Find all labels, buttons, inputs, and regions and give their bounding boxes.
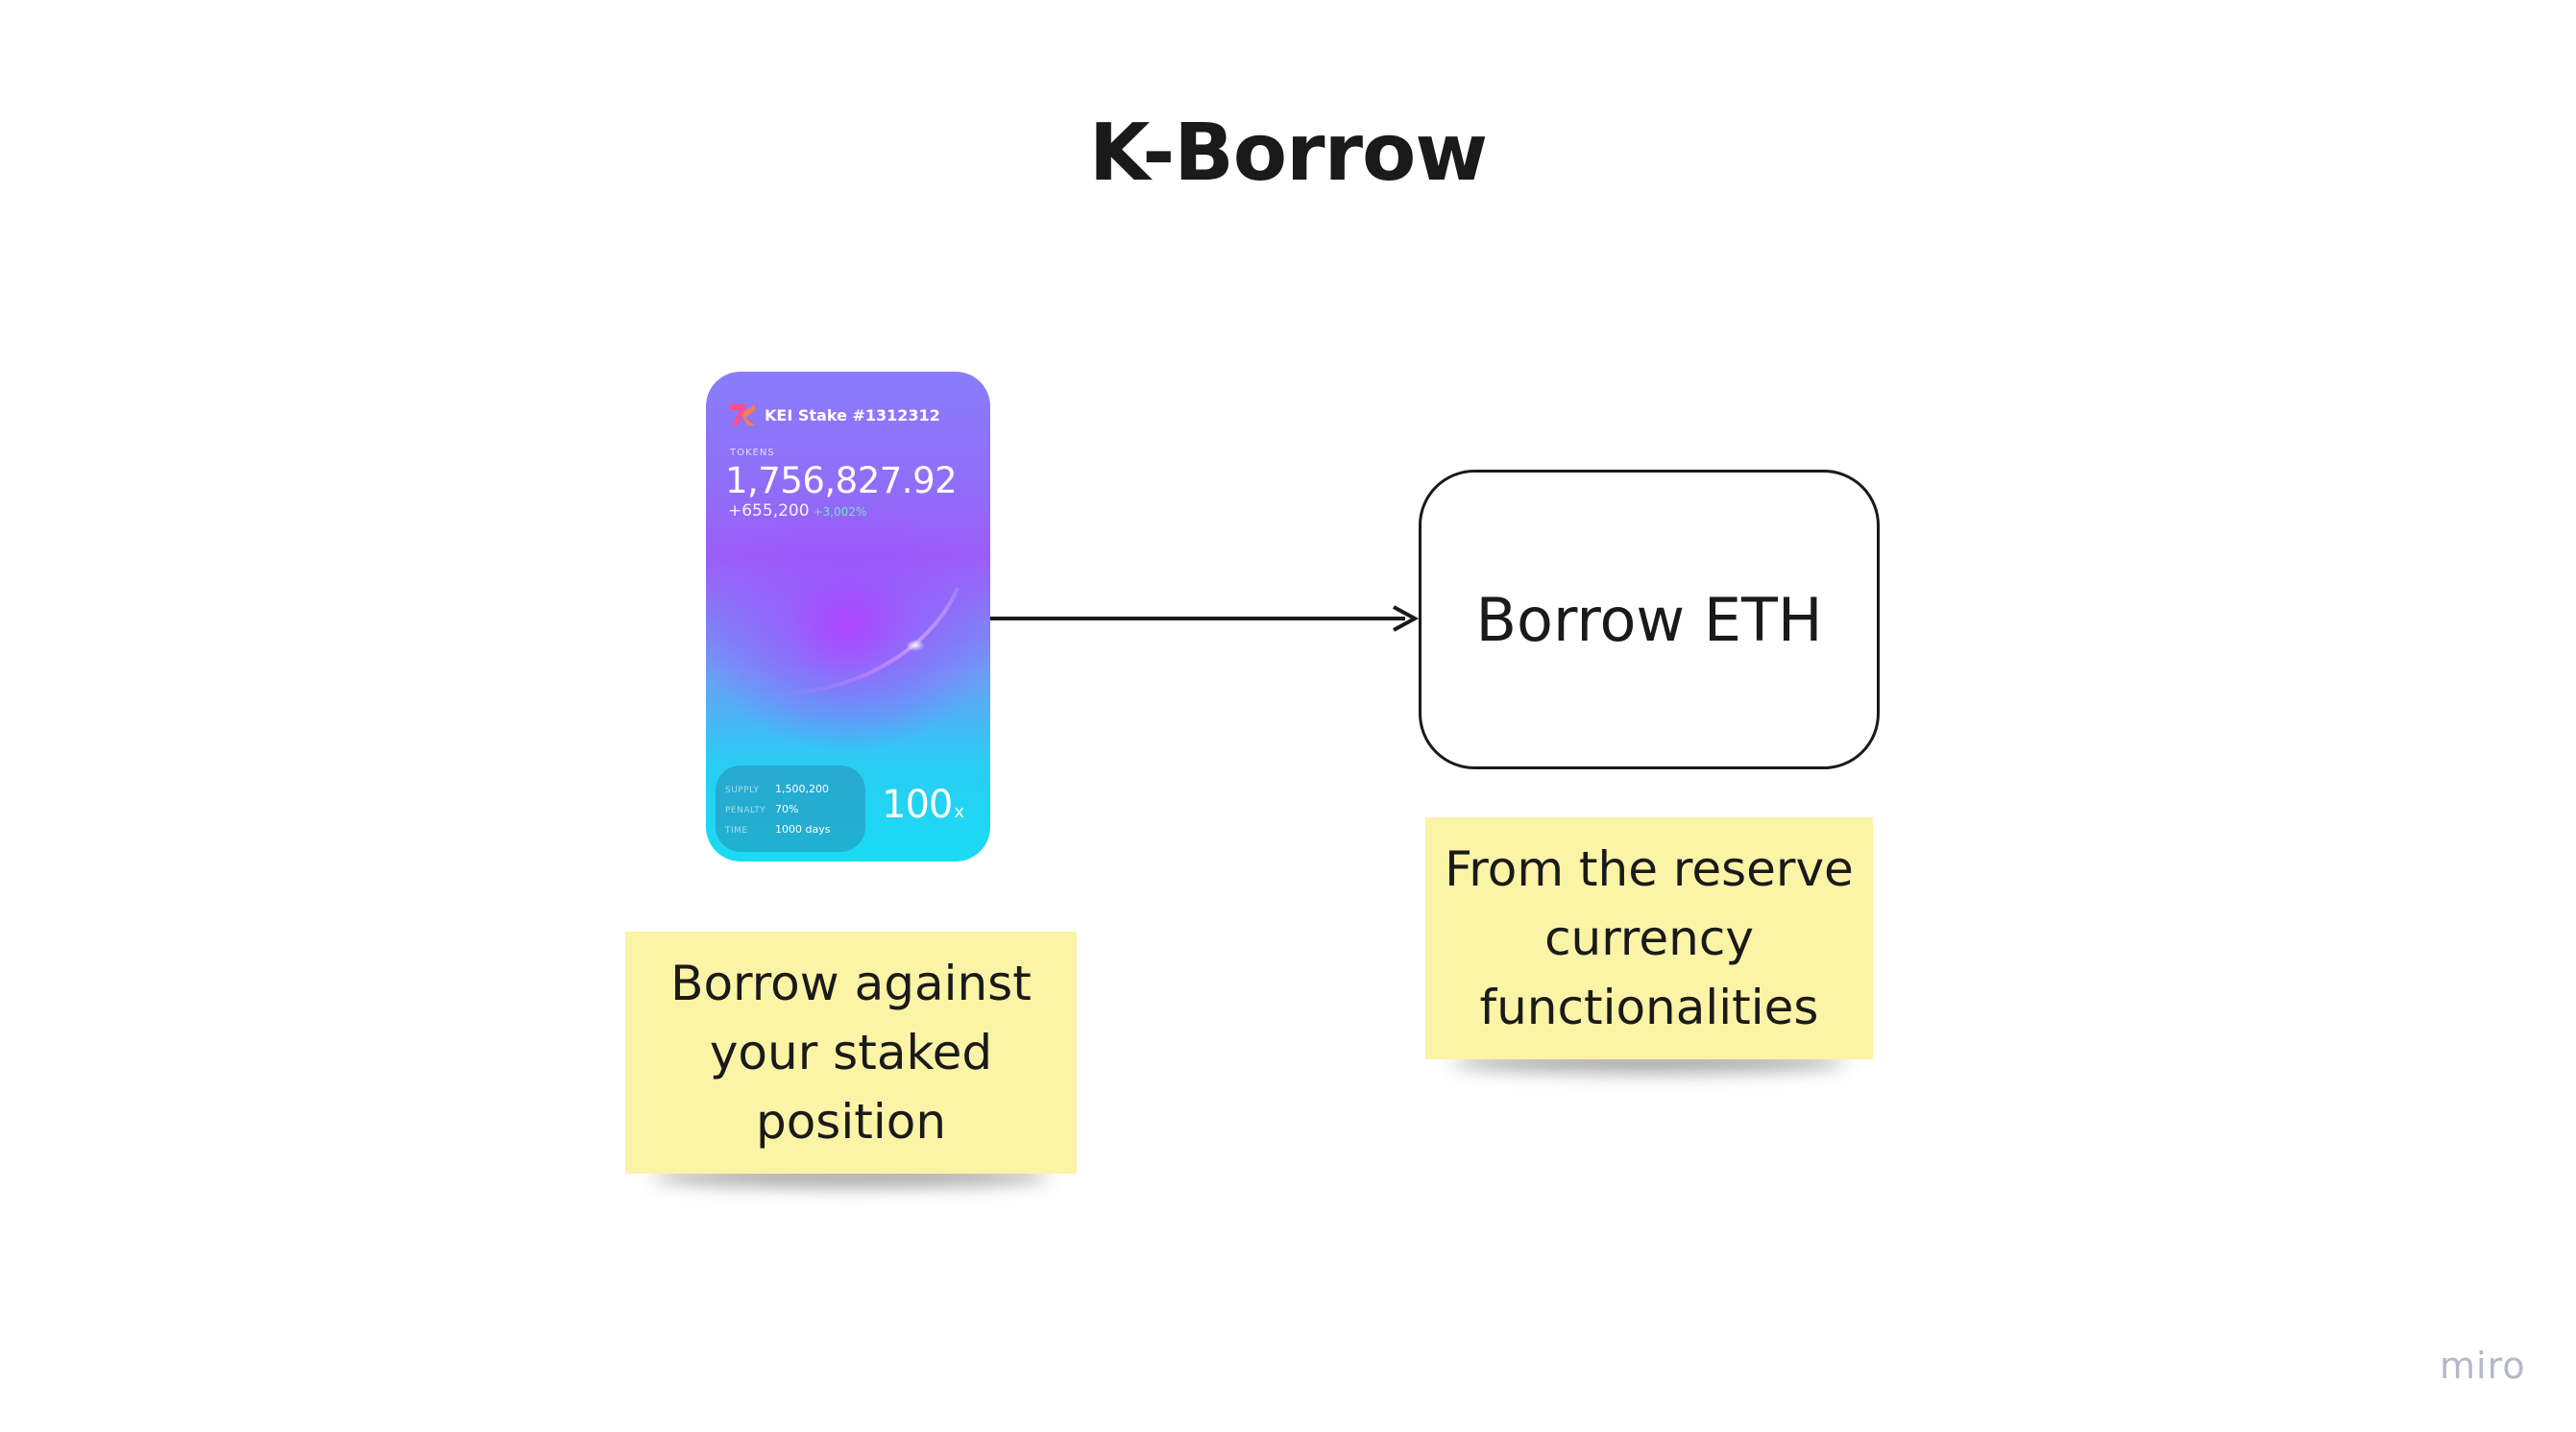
arrowhead-icon	[1393, 605, 1420, 632]
sticky-note-line: functionalities	[1479, 980, 1819, 1035]
stat-value: 1000 days	[775, 823, 831, 836]
sticky-note-text: From the reserve currency functionalitie…	[1445, 835, 1854, 1042]
card-title: KEI Stake #1312312	[765, 405, 940, 425]
board-title: K-Borrow	[1088, 108, 1488, 199]
sticky-note-line: Borrow against	[670, 956, 1032, 1011]
multiplier-suffix: x	[954, 802, 964, 822]
stake-card[interactable]: KEI Stake #1312312 TOKENS 1,756,827.92 +…	[706, 372, 990, 862]
stat-row-penalty: PENALTY 70%	[725, 803, 798, 815]
stat-value: 70%	[775, 803, 799, 815]
sticky-note-borrow-against[interactable]: Borrow against your staked position	[625, 932, 1077, 1174]
sticky-note-line: your staked	[709, 1025, 993, 1080]
kei-logo-icon	[730, 404, 755, 425]
stat-label: SUPPLY	[725, 786, 760, 795]
miro-watermark: miro	[2440, 1345, 2526, 1387]
sticky-note-reserve-currency[interactable]: From the reserve currency functionalitie…	[1425, 817, 1873, 1059]
stat-row-time: TIME 1000 days	[725, 823, 830, 836]
stat-label: TIME	[725, 826, 748, 836]
card-swoosh-decoration	[763, 587, 960, 696]
card-header: KEI Stake #1312312	[728, 400, 940, 429]
card-stats-panel: SUPPLY 1,500,200 PENALTY 70% TIME 1000 d…	[716, 765, 865, 852]
stat-row-supply: SUPPLY 1,500,200	[725, 783, 829, 795]
sticky-note-text: Borrow against your staked position	[670, 949, 1032, 1156]
token-change-percent: +3,002%	[813, 505, 867, 519]
token-change-value: +655,200	[728, 501, 810, 521]
multiplier-value: 100	[882, 783, 953, 827]
borrow-eth-label: Borrow ETH	[1475, 584, 1823, 655]
token-amount: 1,756,827.92	[725, 460, 958, 501]
arrow-connector[interactable]	[990, 599, 1422, 638]
tokens-label: TOKENS	[730, 448, 775, 458]
token-change: +655,200+3,002%	[728, 501, 866, 521]
sticky-note-line: position	[755, 1094, 947, 1150]
stat-label: PENALTY	[725, 806, 766, 815]
stat-value: 1,500,200	[775, 783, 829, 795]
borrow-eth-shape[interactable]: Borrow ETH	[1419, 470, 1880, 769]
sticky-note-line: From the reserve	[1445, 841, 1854, 897]
sticky-note-line: currency	[1544, 910, 1754, 966]
